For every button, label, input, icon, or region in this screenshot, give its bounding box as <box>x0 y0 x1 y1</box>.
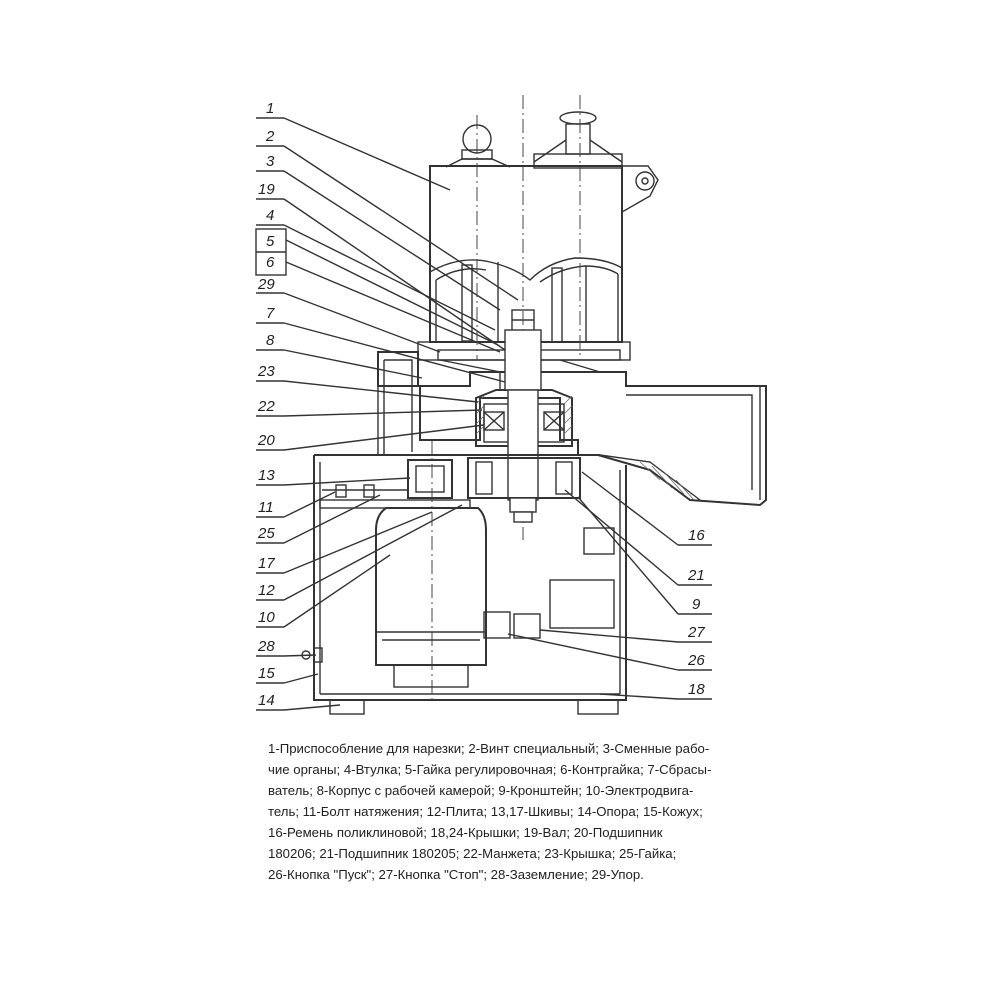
callout-9: 9 <box>692 596 701 613</box>
machine-drawing: 1 2 3 19 4 5 6 29 7 8 23 22 20 13 11 25 … <box>255 95 767 715</box>
callout-12: 12 <box>258 582 275 599</box>
control-boxes <box>483 527 615 639</box>
callout-10: 10 <box>258 609 275 626</box>
callout-5: 5 <box>266 233 275 250</box>
right-callouts: 16 21 9 27 26 18 <box>687 527 705 698</box>
callout-11: 11 <box>258 499 274 516</box>
callout-26: 26 <box>687 652 705 669</box>
callout-8: 8 <box>266 332 275 349</box>
callout-27: 27 <box>687 624 705 641</box>
right-callout-underlines <box>678 544 712 700</box>
bearing-assembly <box>467 329 581 523</box>
callout-16: 16 <box>688 527 705 544</box>
left-callouts: 1 2 3 19 4 5 6 29 7 8 23 22 20 13 11 25 … <box>257 100 275 709</box>
callout-14: 14 <box>258 692 275 709</box>
legend-line: 16-Ремень поликлиновой; 18,24-Крышки; 19… <box>268 825 663 840</box>
callout-4: 4 <box>266 207 274 224</box>
callout-18: 18 <box>688 681 705 698</box>
callout-15: 15 <box>258 665 275 682</box>
callout-1: 1 <box>266 100 274 117</box>
callout-28: 28 <box>257 638 275 655</box>
callout-25: 25 <box>257 525 275 542</box>
legend-line: тель; 11-Болт натяжения; 12-Плита; 13,17… <box>268 804 703 819</box>
callout-23: 23 <box>257 363 275 380</box>
callout-17: 17 <box>258 555 275 572</box>
callout-21: 21 <box>687 567 705 584</box>
legend-line: 26-Кнопка "Пуск"; 27-Кнопка "Стоп"; 28-З… <box>268 867 644 882</box>
callout-2: 2 <box>265 128 275 145</box>
callout-20: 20 <box>257 432 275 449</box>
callout-22: 22 <box>257 398 275 415</box>
callout-29: 29 <box>257 276 275 293</box>
callout-3: 3 <box>266 153 275 170</box>
stop-button <box>513 613 541 639</box>
cabinet <box>301 454 627 715</box>
callout-19: 19 <box>258 181 275 198</box>
start-button <box>483 611 511 639</box>
housing-with-chamber <box>377 351 767 507</box>
legend-line: ватель; 8-Корпус с рабочей камерой; 9-Кр… <box>268 783 694 798</box>
legend-line: чие органы; 4-Втулка; 5-Гайка регулирово… <box>268 762 712 777</box>
motor <box>322 459 487 688</box>
callout-6: 6 <box>266 254 275 271</box>
callout-13: 13 <box>258 467 275 484</box>
callout-7: 7 <box>266 305 275 322</box>
left-callout-underlines <box>255 117 287 711</box>
legend-line: 1-Приспособление для нарезки; 2-Винт спе… <box>268 741 710 756</box>
legend-line: 180206; 21-Подшипник 180205; 22-Манжета;… <box>268 846 677 861</box>
parts-legend: 1-Приспособление для нарезки; 2-Винт спе… <box>268 738 748 885</box>
